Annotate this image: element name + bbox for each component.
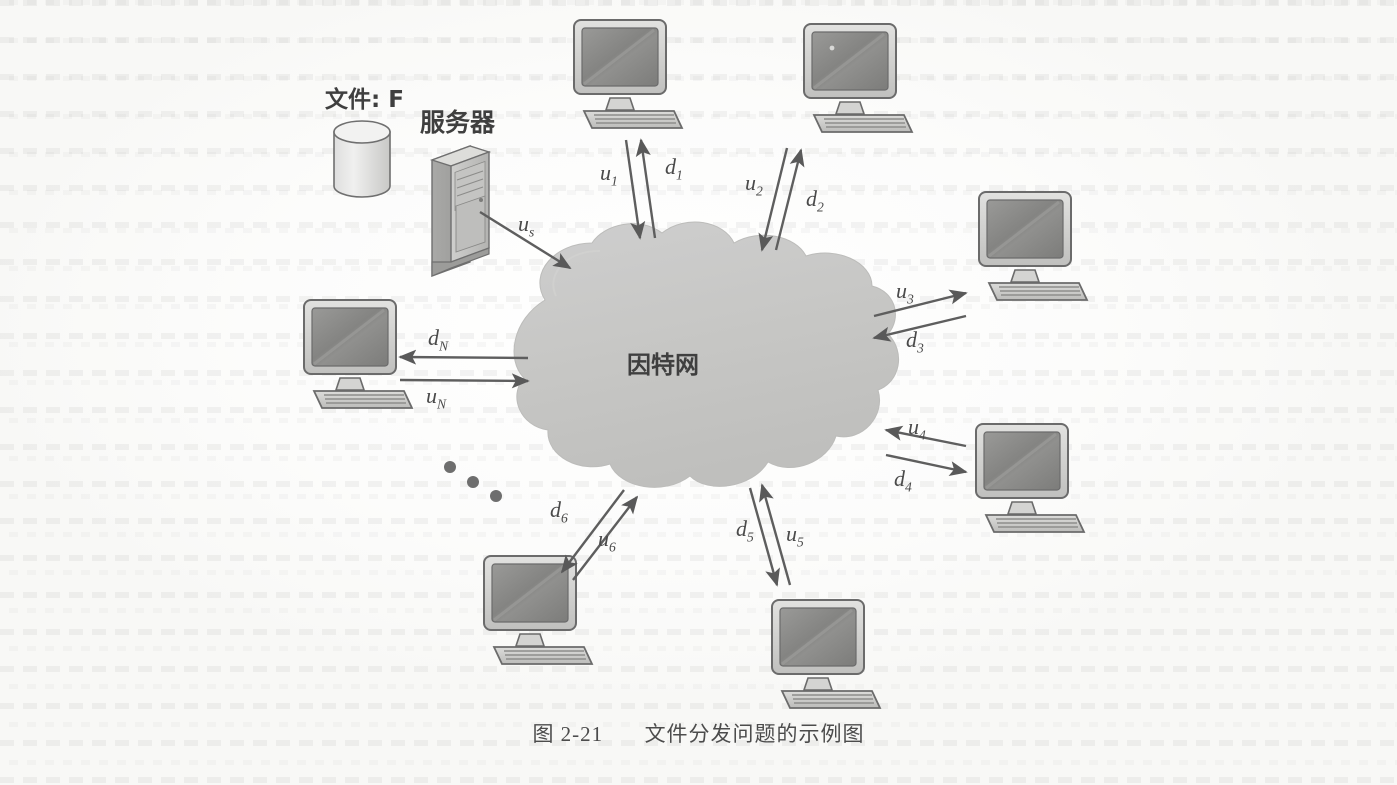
peer-2-computer-icon <box>803 23 914 133</box>
link-arrow-u6 <box>572 495 639 581</box>
figure-caption: 图 2-21 文件分发问题的示例图 <box>0 718 1397 748</box>
link-label-u3: u3 <box>896 278 914 307</box>
link-label-u5: u5 <box>786 521 804 550</box>
peer-6-computer-icon <box>483 555 594 665</box>
peer-1-computer-icon <box>573 19 684 129</box>
file-label: 文件: F <box>325 87 404 113</box>
link-arrow-d6 <box>560 489 625 574</box>
link-arrow-uN <box>399 373 530 389</box>
link-label-d2: d2 <box>806 186 824 215</box>
link-arrow-u1 <box>624 139 646 240</box>
peer-4-computer-icon <box>975 423 1086 533</box>
link-label-d4: d4 <box>894 466 912 495</box>
link-label-u6: u6 <box>598 526 616 555</box>
link-arrow-u5 <box>759 483 792 586</box>
link-arrow-d4 <box>885 453 968 477</box>
link-label-u1: u1 <box>600 160 618 189</box>
link-arrow-dN <box>398 349 529 365</box>
internet-cloud-label: 因特网 <box>627 351 699 379</box>
link-label-d6: d6 <box>550 497 568 526</box>
link-arrow-u4 <box>884 425 967 448</box>
link-arrow-u2 <box>758 147 789 252</box>
figure-caption-number: 图 2-21 <box>532 722 604 746</box>
internet-cloud <box>513 221 899 488</box>
link-label-u2: u2 <box>745 170 763 199</box>
link-label-d5: d5 <box>736 516 754 545</box>
link-arrow-us <box>479 210 572 270</box>
file-cylinder-icon <box>333 120 391 198</box>
server-icon <box>429 144 492 278</box>
link-label-d1: d1 <box>665 154 683 183</box>
link-label-d3: d3 <box>906 327 924 356</box>
link-label-us: us <box>518 211 535 240</box>
server-label: 服务器 <box>420 108 496 137</box>
link-label-uN: uN <box>426 383 447 412</box>
link-label-u4: u4 <box>908 414 926 443</box>
ellipsis-dots <box>444 461 502 502</box>
figure-caption-text: 文件分发问题的示例图 <box>644 722 865 746</box>
peer-5-computer-icon <box>771 599 882 709</box>
peer-N-computer-icon <box>303 299 414 409</box>
link-arrow-d5 <box>748 487 780 587</box>
link-arrow-d1 <box>635 138 657 239</box>
link-label-dN: dN <box>428 325 449 354</box>
link-arrow-d2 <box>774 148 805 251</box>
link-arrow-d3 <box>872 314 967 342</box>
link-arrow-u3 <box>873 289 968 318</box>
peer-3-computer-icon <box>978 191 1089 301</box>
